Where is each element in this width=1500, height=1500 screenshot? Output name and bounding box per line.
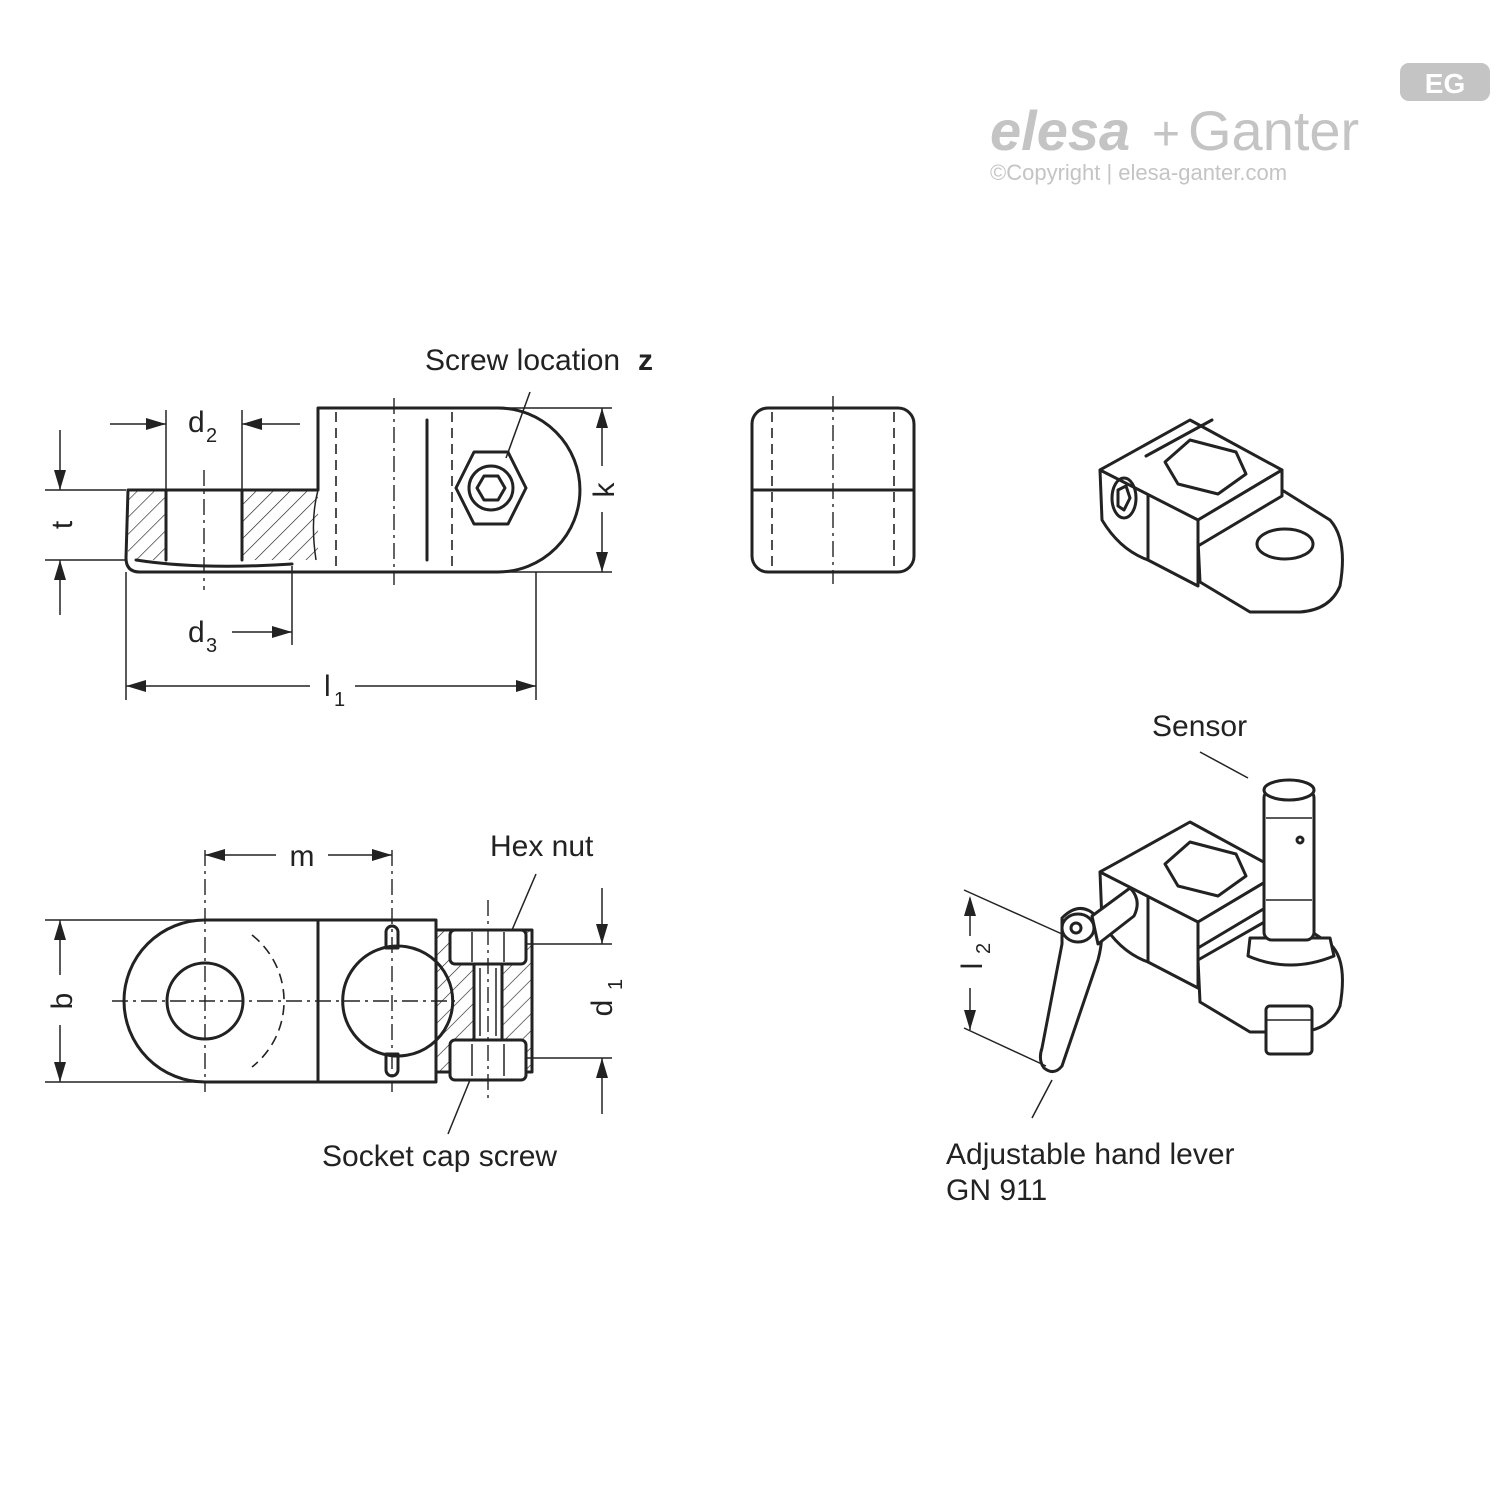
- brand-name-plus: +: [1152, 108, 1180, 161]
- hex-nut-leader: [511, 873, 537, 931]
- hand-lever-label-line2: GN 911: [946, 1174, 1047, 1207]
- top-view: b m d 1 Hex nut Socket cap screw: [45, 830, 627, 1173]
- isometric-clamp-view: [1098, 418, 1344, 614]
- end-view: [750, 396, 916, 584]
- brand-name-ganter: Ganter: [1188, 99, 1359, 162]
- dim-l1-label: l: [324, 670, 331, 703]
- side-section-view: t d 2 d 3 k l 1 Screw locati: [45, 344, 653, 711]
- hand-lever-pin: [1069, 921, 1083, 935]
- dim-d2-label: d: [188, 406, 205, 439]
- socket-cap-leader: [447, 1079, 471, 1135]
- dim-d1-label: d: [586, 1000, 619, 1017]
- top-view-outline: [122, 918, 438, 1084]
- hex-socket: [475, 474, 507, 502]
- dim-t-arrow-bot: [54, 560, 66, 580]
- dim-d1-arrow-top: [596, 924, 608, 944]
- screw-location-label: Screw location: [425, 344, 620, 377]
- hand-lever-leader: [1031, 1079, 1053, 1119]
- dim-m-arrow-right: [372, 849, 392, 861]
- dim-b-label: b: [46, 993, 79, 1010]
- dim-d1-sub: 1: [605, 979, 627, 990]
- dim-d2-sub: 2: [206, 425, 217, 447]
- hand-lever-hub: [1060, 912, 1096, 944]
- hand-lever-spindle: [1090, 886, 1139, 946]
- iso-screw-head: [1110, 476, 1138, 520]
- eg-badge-text: EG: [1425, 68, 1465, 99]
- dim-l2-ext-top: [963, 889, 1063, 935]
- dim-k-arrow-bot: [596, 552, 608, 572]
- section-hatch-left: [128, 490, 166, 560]
- hex-screw-head: [454, 450, 528, 526]
- dim-b-arrow-top: [54, 920, 66, 940]
- brand-name-elesa: elesa: [990, 99, 1130, 162]
- dim-d1-arrow-bot: [596, 1058, 608, 1078]
- dim-l1-sub: 1: [334, 689, 345, 711]
- dim-d3-sub: 3: [206, 635, 217, 657]
- screw-location-leader: [505, 391, 531, 459]
- dim-d3-arrow: [272, 626, 292, 638]
- dim-m-arrow-left: [205, 849, 225, 861]
- iso-screw-socket: [1116, 484, 1132, 512]
- dim-k-arrow-top: [596, 408, 608, 428]
- sensor-nut: [1246, 936, 1336, 967]
- sensor-label: Sensor: [1152, 710, 1247, 743]
- dim-d2-arrow-left: [146, 418, 166, 430]
- sensor-hole: [1295, 835, 1305, 845]
- iso-lug-hole: [1255, 527, 1315, 561]
- dim-l1-arrow-left: [126, 680, 146, 692]
- dim-k-label: k: [588, 482, 621, 498]
- dim-d3-label: d: [188, 616, 205, 649]
- lower-flange: [134, 558, 294, 568]
- hex-nut-label: Hex nut: [490, 830, 594, 863]
- dim-t-label: t: [46, 520, 79, 529]
- sensor-top: [1262, 778, 1316, 802]
- screw-location-var: z: [638, 344, 653, 377]
- dim-m-label: m: [290, 840, 315, 873]
- dim-l2-arrow-bot: [964, 1010, 976, 1030]
- dim-l2-arrow-top: [964, 896, 976, 916]
- brand-logo: EG elesa + Ganter ©Copyright | elesa-gan…: [990, 63, 1490, 185]
- sensor-lower-thread: [1264, 1004, 1314, 1056]
- clamp-bore-notch-bot: [384, 1052, 400, 1078]
- assembly-view: l 2 Sensor Adjustable hand lever GN 911: [946, 710, 1344, 1207]
- clamp-bore-notch-top: [384, 924, 400, 950]
- hex-screw-ring: [467, 464, 515, 512]
- dim-d2-arrow-right: [242, 418, 262, 430]
- mount-hole-hidden-arc: [251, 934, 285, 1068]
- dim-b-arrow-bot: [54, 1062, 66, 1082]
- brand-copyright: ©Copyright | elesa-ganter.com: [990, 160, 1287, 185]
- assembly-bore: [1163, 840, 1248, 898]
- dim-l2-ext-bot: [963, 1027, 1047, 1067]
- eg-badge: [1400, 63, 1490, 101]
- hand-lever-label-line1: Adjustable hand lever: [946, 1138, 1235, 1171]
- dim-l2-label: l: [956, 963, 989, 970]
- hand-lever: [1038, 907, 1103, 1073]
- iso-block-right: [1196, 468, 1284, 548]
- iso-bore: [1163, 438, 1248, 496]
- sensor-leader: [1199, 751, 1249, 779]
- body-outline: [124, 406, 582, 574]
- break-line: [312, 489, 319, 561]
- iso-slot: [1144, 418, 1214, 458]
- dim-l2-sub: 2: [973, 943, 995, 954]
- socket-cap-screw-label: Socket cap screw: [322, 1140, 557, 1173]
- dim-l1-arrow-right: [516, 680, 536, 692]
- section-hatch-right: [242, 490, 318, 560]
- dim-t-arrow-top: [54, 470, 66, 490]
- sensor-body: [1262, 788, 1316, 942]
